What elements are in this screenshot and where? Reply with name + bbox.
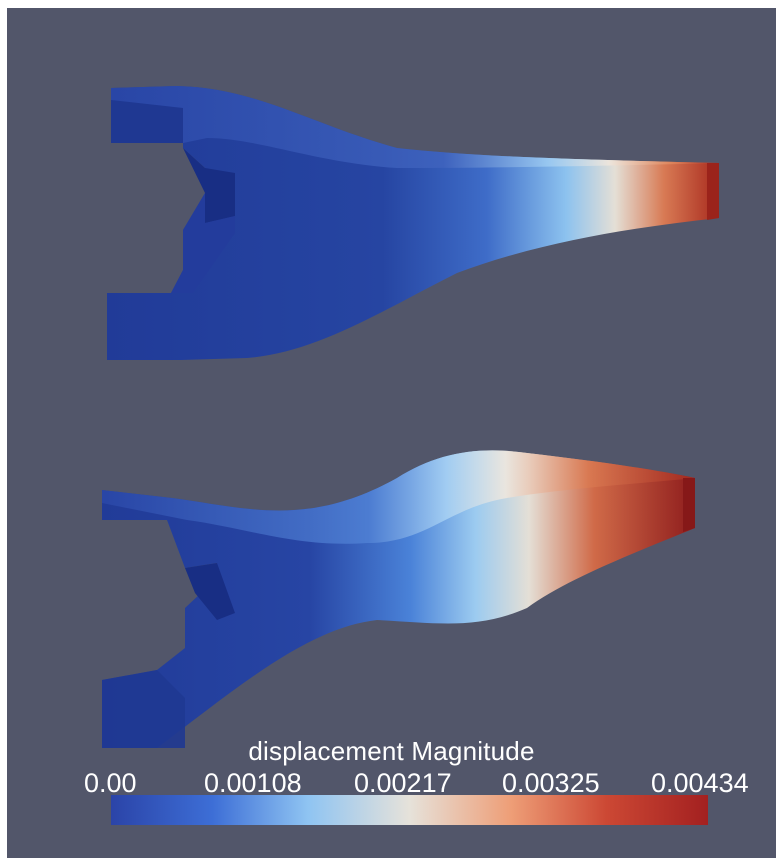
upper-part-end-face (707, 163, 719, 220)
upper-part-model[interactable] (107, 86, 719, 360)
legend-title: displacement Magnitude (248, 736, 535, 766)
upper-part-notch (183, 148, 235, 223)
lower-part-model[interactable] (102, 450, 695, 748)
legend-tick-2: 0.00217 (354, 768, 452, 798)
legend-tick-0: 0.00 (84, 768, 137, 798)
upper-part-side (111, 100, 183, 143)
lower-part-top-face (102, 450, 695, 544)
upper-part-notch-face (171, 193, 235, 293)
upper-part-top-face (111, 86, 719, 168)
render-viewport[interactable]: displacement Magnitude 0.00 0.00108 0.00… (7, 8, 776, 858)
legend-tick-3: 0.00325 (502, 768, 600, 798)
lower-part-notch (185, 563, 235, 620)
lower-part-side (102, 670, 185, 748)
upper-part-body (107, 86, 719, 360)
legend-colorbar (111, 795, 708, 825)
lower-part-end-face (683, 478, 695, 532)
legend-tick-4: 0.00434 (651, 768, 749, 798)
render-scene[interactable] (7, 8, 776, 858)
legend-tick-1: 0.00108 (204, 768, 302, 798)
